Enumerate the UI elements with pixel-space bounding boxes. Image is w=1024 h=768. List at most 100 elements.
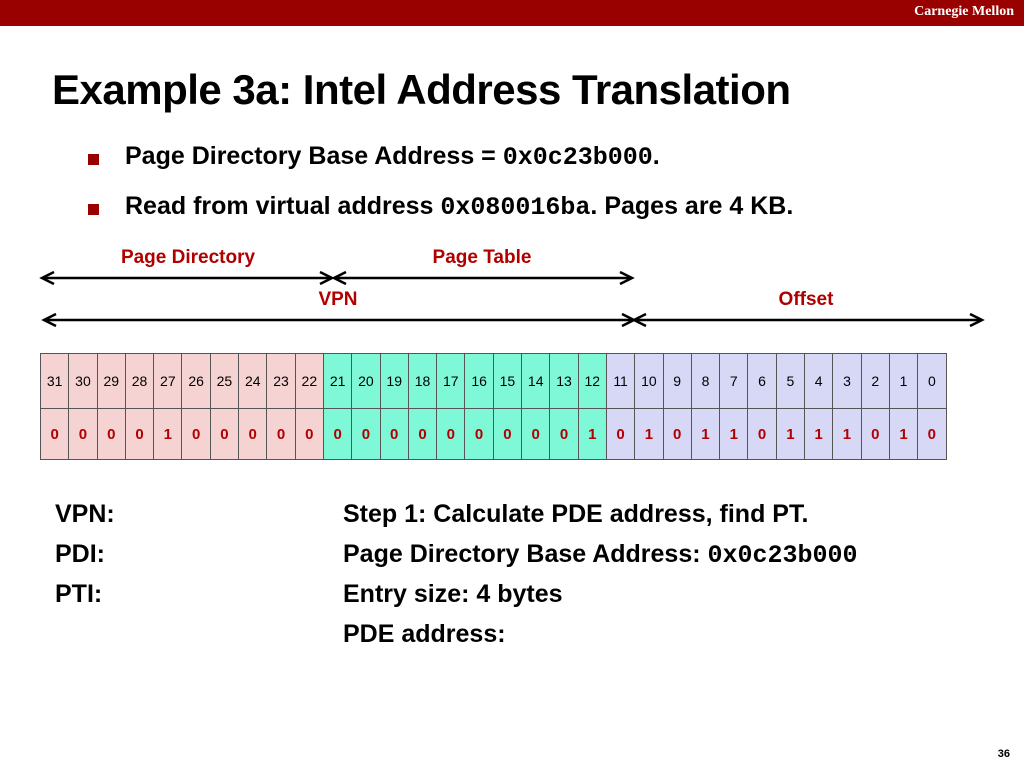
bit-value-cell-page-table: 0	[322, 408, 353, 460]
label-vpn: VPN:	[55, 500, 115, 528]
bit-index-cell-offset: 1	[888, 353, 919, 409]
bit-value-cell-offset: 1	[719, 408, 749, 460]
pdba-code: 0x0c23b000	[707, 541, 858, 570]
bit-value-cell-offset: 0	[747, 408, 777, 460]
pdba-text: Page Directory Base Address:	[343, 540, 708, 568]
bit-index-cell-page-table: 16	[464, 353, 494, 409]
bit-index-cell-page-directory: 31	[39, 353, 70, 409]
bit-value-cell-offset: 1	[832, 408, 862, 460]
bit-value-cell-page-table: 1	[577, 408, 607, 460]
bit-index-cell-offset: 0	[917, 353, 947, 409]
bit-index-cell-page-table: 17	[436, 353, 466, 409]
pdba-line: Page Directory Base Address: 0x0c23b000	[343, 540, 858, 570]
slide-title: Example 3a: Intel Address Translation	[52, 66, 791, 113]
bullet-prefix: Page Directory Base Address =	[125, 142, 503, 170]
bullet-suffix: . Pages are 4 KB.	[590, 192, 794, 220]
bit-index-cell-offset: 2	[860, 353, 890, 409]
bit-index-cell-page-table: 13	[549, 353, 579, 409]
arrow-head-left	[331, 270, 347, 286]
bit-index-cell-page-table: 19	[379, 353, 409, 409]
vpn-label: VPN	[318, 289, 358, 310]
bullet-code: 0x080016ba	[440, 193, 591, 222]
bit-index-cell-page-directory: 22	[294, 353, 324, 409]
arrow-head-right	[969, 312, 985, 328]
bit-value-cell-page-directory: 0	[294, 408, 324, 460]
bit-index-cell-offset: 9	[662, 353, 692, 409]
step-line: Step 1: Calculate PDE address, find PT.	[343, 500, 808, 529]
bit-value-cell-offset: 0	[662, 408, 692, 460]
bit-value-cell-page-table: 0	[492, 408, 523, 460]
bit-index-cell-offset: 5	[775, 353, 806, 409]
label-pdi: PDI:	[55, 540, 105, 568]
bit-index-cell-page-directory: 23	[266, 353, 296, 409]
bullet-prefix: Read from virtual address	[125, 192, 441, 220]
entry-size-line: Entry size: 4 bytes	[343, 580, 563, 609]
bit-value-cell-page-directory: 0	[181, 408, 211, 460]
bit-value-cell-page-table: 0	[464, 408, 494, 460]
bit-value-cell-offset: 1	[634, 408, 664, 460]
bit-index-cell-page-directory: 24	[238, 353, 268, 409]
bit-value-cell-page-directory: 0	[96, 408, 126, 460]
bit-value-cell-page-table: 0	[549, 408, 579, 460]
bit-index-cell-page-directory: 28	[124, 353, 155, 409]
bit-index-cell-offset: 11	[605, 353, 636, 409]
bit-value-cell-page-directory: 0	[68, 408, 98, 460]
bullet-text: Read from virtual address 0x080016ba. Pa…	[125, 192, 793, 222]
offset-label: Offset	[778, 289, 834, 310]
bit-value-cell-page-table: 0	[379, 408, 409, 460]
bit-value-cell-offset: 1	[888, 408, 919, 460]
bit-index-cell-page-table: 21	[322, 353, 353, 409]
page-directory-label: Page Directory	[120, 247, 256, 268]
bit-value-cell-page-directory: 0	[266, 408, 296, 460]
bit-index-cell-page-directory: 29	[96, 353, 126, 409]
bit-index-cell-page-table: 14	[521, 353, 551, 409]
pde-address-line: PDE address:	[343, 620, 506, 649]
arrow-head-left	[41, 312, 57, 328]
bullet-marker	[88, 154, 99, 165]
brand-label: Carnegie Mellon	[914, 4, 1014, 19]
bit-value-cell-offset: 0	[605, 408, 636, 460]
bit-value-cell-offset: 1	[690, 408, 721, 460]
step-text: Step 1: Calculate PDE address, find PT.	[343, 500, 809, 528]
bit-index-cell-page-directory: 25	[209, 353, 240, 409]
bit-value-cell-page-table: 0	[407, 408, 438, 460]
header-bar: Carnegie Mellon	[0, 0, 1024, 26]
page-table-label: Page Table	[432, 247, 532, 268]
bit-index-cell-page-directory: 26	[181, 353, 211, 409]
bit-value-cell-page-table: 0	[351, 408, 381, 460]
bit-value-cell-page-directory: 0	[124, 408, 155, 460]
bit-index-cell-page-table: 15	[492, 353, 523, 409]
page-number: 36	[997, 748, 1010, 760]
bit-value-cell-page-table: 0	[436, 408, 466, 460]
entry-size-text: Entry size: 4 bytes	[343, 580, 563, 608]
bit-value-cell-page-directory: 0	[39, 408, 70, 460]
bit-index-cell-offset: 3	[832, 353, 862, 409]
bullet-marker	[88, 204, 99, 215]
bullet-text: Page Directory Base Address = 0x0c23b000…	[125, 142, 660, 172]
bit-index-cell-page-directory: 27	[153, 353, 183, 409]
bit-index-cell-page-table: 18	[407, 353, 438, 409]
bit-index-cell-page-table: 20	[351, 353, 381, 409]
bit-value-cell-offset: 1	[804, 408, 834, 460]
bit-index-cell-offset: 10	[634, 353, 664, 409]
bit-value-cell-offset: 0	[860, 408, 890, 460]
bit-value-cell-page-table: 0	[521, 408, 551, 460]
bit-index-cell-page-directory: 30	[68, 353, 98, 409]
arrow-head-left	[39, 270, 55, 286]
bit-index-cell-offset: 4	[804, 353, 834, 409]
bit-index-cell-page-table: 12	[577, 353, 607, 409]
bit-value-cell-page-directory: 0	[209, 408, 240, 460]
label-pti: PTI:	[55, 580, 103, 608]
bullet-code: 0x0c23b000	[502, 143, 653, 172]
arrow-head-left	[631, 312, 647, 328]
bit-value-cell-page-directory: 0	[238, 408, 268, 460]
pde-address-text: PDE address:	[343, 620, 506, 648]
bit-index-cell-offset: 7	[719, 353, 749, 409]
bit-value-cell-page-directory: 1	[153, 408, 183, 460]
bit-index-cell-offset: 6	[747, 353, 777, 409]
arrow-head-right	[619, 270, 635, 286]
